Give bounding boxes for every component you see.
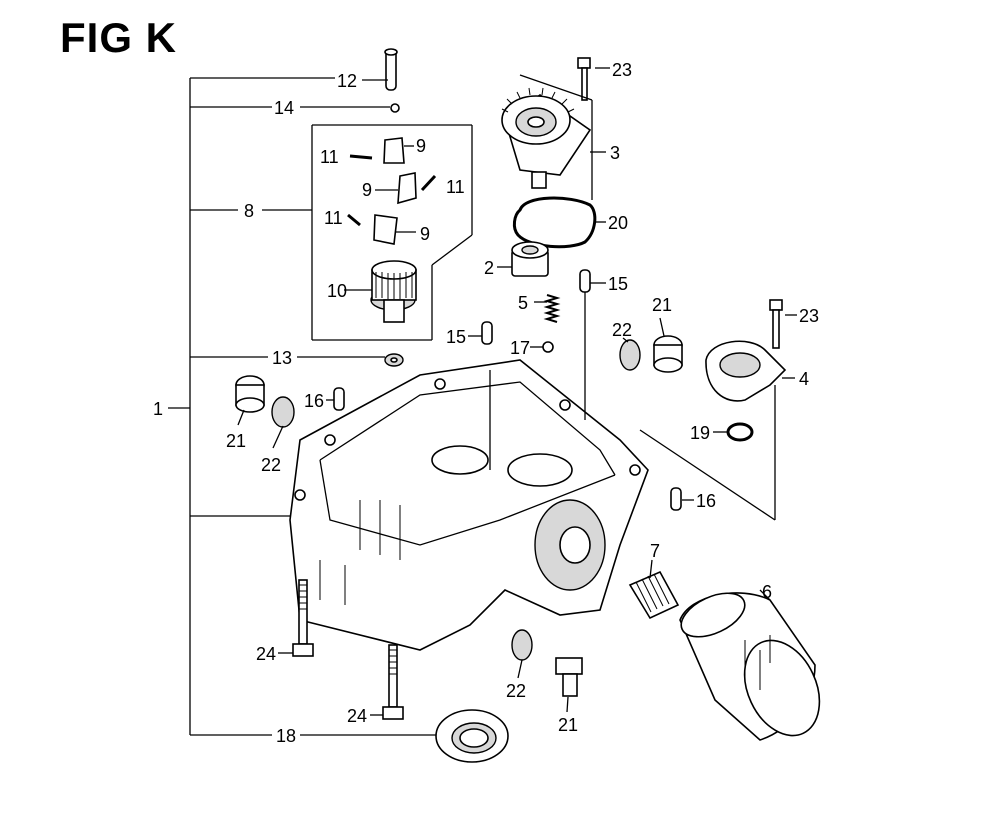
callout-2: 2 xyxy=(484,258,494,278)
callout-20: 20 xyxy=(608,213,628,233)
part-plug-right xyxy=(653,335,683,373)
callout-labels: 12 23 14 11 9 3 9 11 8 11 9 20 2 15 10 5… xyxy=(153,60,819,746)
callout-3: 3 xyxy=(610,143,620,163)
part-check-ball xyxy=(542,341,554,353)
callout-6: 6 xyxy=(762,582,772,602)
callout-16b: 16 xyxy=(696,491,716,511)
callout-15a: 15 xyxy=(608,274,628,294)
part-collar-a xyxy=(333,387,345,411)
part-long-bolt-a xyxy=(292,579,314,657)
part-long-bolt-b xyxy=(382,644,404,720)
callout-18: 18 xyxy=(276,726,296,746)
callout-21c: 21 xyxy=(558,715,578,735)
callout-12: 12 xyxy=(337,71,357,91)
callout-21b: 21 xyxy=(226,431,246,451)
callout-9b: 9 xyxy=(362,180,372,200)
part-spring xyxy=(543,294,561,323)
part-clips xyxy=(347,137,437,245)
part-rotor xyxy=(511,241,549,277)
part-governor-gear xyxy=(370,260,417,323)
callout-17: 17 xyxy=(510,338,530,358)
part-oil-seal xyxy=(435,709,509,763)
callout-24b: 24 xyxy=(347,706,367,726)
part-seal-washer-b xyxy=(619,339,641,371)
part-washer xyxy=(384,353,404,367)
part-bolt-top xyxy=(577,57,591,101)
part-collar-b xyxy=(670,487,682,511)
callout-22c: 22 xyxy=(506,681,526,701)
part-dowel-pin-a xyxy=(579,269,591,293)
part-dowel-pin-b xyxy=(481,321,493,345)
part-cover xyxy=(705,340,787,402)
callout-22a: 22 xyxy=(612,320,632,340)
part-small-ball xyxy=(390,103,400,113)
part-oil-pump xyxy=(501,87,592,189)
callout-5: 5 xyxy=(518,293,528,313)
part-bolt-right xyxy=(769,299,783,349)
part-oring-small xyxy=(726,422,754,442)
part-seal-washer-c xyxy=(511,629,533,661)
callout-24a: 24 xyxy=(256,644,276,664)
callout-11a: 11 xyxy=(320,147,339,167)
figure-title: FIG K xyxy=(60,14,177,61)
callout-11c: 11 xyxy=(324,208,343,228)
callout-10: 10 xyxy=(327,281,347,301)
callout-8: 8 xyxy=(244,201,254,221)
callout-9c: 9 xyxy=(420,224,430,244)
leader-lines xyxy=(237,67,797,716)
subassembly-box xyxy=(311,124,473,341)
callout-21a: 21 xyxy=(652,295,672,315)
part-plug-left xyxy=(235,375,265,413)
callout-14: 14 xyxy=(274,98,294,118)
callout-4: 4 xyxy=(799,369,809,389)
part-oil-filter xyxy=(679,592,821,741)
callout-13: 13 xyxy=(272,348,292,368)
callout-9a: 9 xyxy=(416,136,426,156)
callout-23a: 23 xyxy=(612,60,632,80)
callout-15b: 15 xyxy=(446,327,466,347)
callout-1: 1 xyxy=(153,399,163,419)
callout-11b: 11 xyxy=(446,177,465,197)
part-pin xyxy=(384,48,398,91)
part-seal-washer-a xyxy=(271,396,295,428)
part-oring-gasket xyxy=(512,196,597,249)
part-plug-bottom xyxy=(555,657,583,697)
callout-7: 7 xyxy=(650,541,660,561)
part-crankcase-cover xyxy=(289,359,649,651)
callout-22b: 22 xyxy=(261,455,281,475)
assembly-bracket xyxy=(168,77,438,736)
part-filter-nipple xyxy=(628,570,680,620)
callout-16a: 16 xyxy=(304,391,324,411)
callout-23b: 23 xyxy=(799,306,819,326)
callout-19: 19 xyxy=(690,423,710,443)
